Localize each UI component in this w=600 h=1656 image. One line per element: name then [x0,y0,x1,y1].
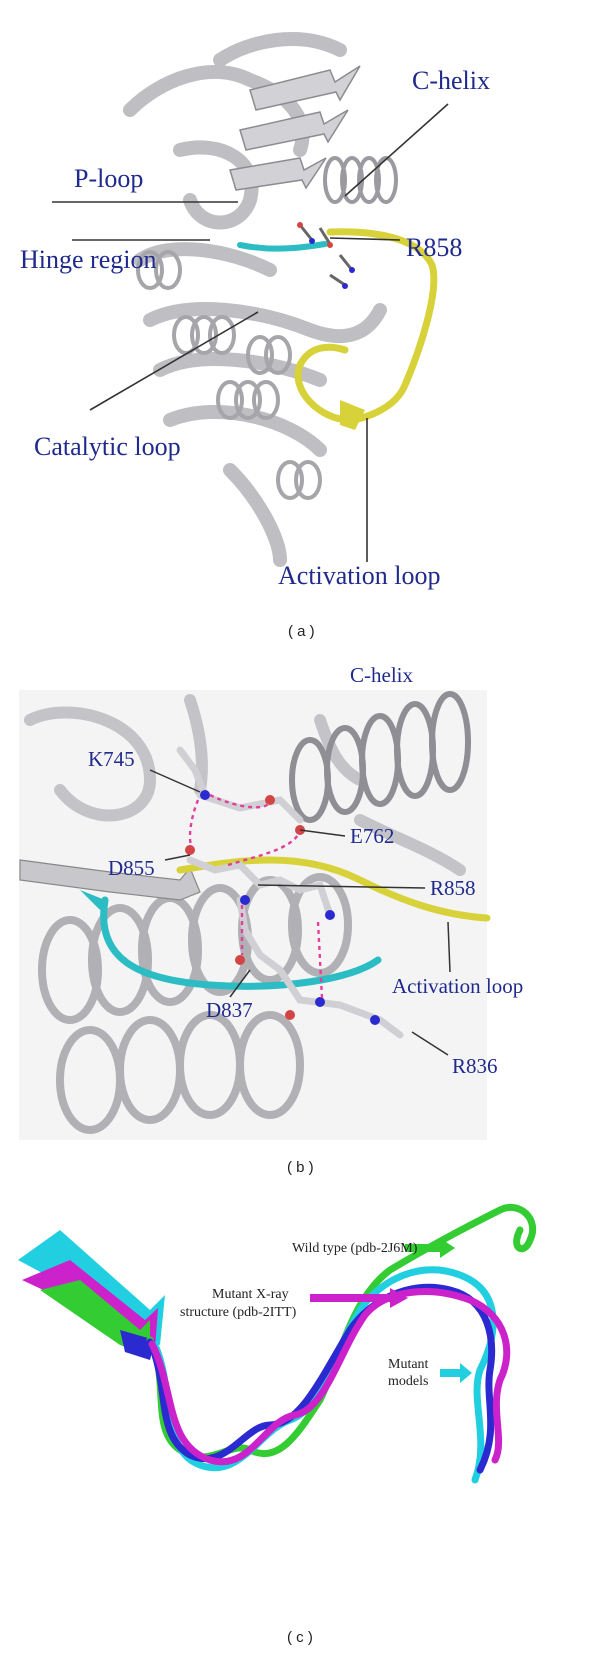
label-mutant-xray-2: structure (pdb-2ITT) [180,1305,297,1320]
label-r836: R836 [452,1054,498,1078]
label-mutant-models-1: Mutant [388,1357,429,1372]
label-mutant-xray-1: Mutant X-ray [212,1287,289,1302]
kinase-structure-image: C-helix P-loop Hinge region R858 Catalyt… [20,32,490,640]
active-site-closeup-image: C-helix K745 E762 D855 R858 Activation l… [19,663,523,1176]
panel-c: Wild type (pdb-2J6M) Mutant X-ray struct… [0,1180,600,1656]
label-e762: E762 [350,824,394,848]
label-activation-loop: Activation loop [278,561,440,590]
label-b-activation-loop: Activation loop [392,974,523,998]
label-r858: R858 [406,233,462,262]
caption-c: ( c ) [287,1629,313,1646]
label-b-r858: R858 [430,876,476,900]
panel-b: C-helix K745 E762 D855 R858 Activation l… [0,660,600,1180]
label-b-c-helix: C-helix [350,663,413,687]
label-hinge-region: Hinge region [20,245,156,274]
label-p-loop: P-loop [74,164,143,193]
panel-a: C-helix P-loop Hinge region R858 Catalyt… [0,0,600,660]
caption-a: ( a ) [288,623,315,640]
label-k745: K745 [88,747,135,771]
label-c-helix: C-helix [412,66,490,95]
label-mutant-models-2: models [388,1374,428,1389]
label-catalytic-loop: Catalytic loop [34,432,181,461]
label-d855: D855 [108,856,155,880]
loop-superposition-image: Wild type (pdb-2J6M) Mutant X-ray struct… [18,1203,537,1646]
label-d837: D837 [206,998,253,1022]
label-wild-type: Wild type (pdb-2J6M) [292,1241,418,1256]
caption-b: ( b ) [287,1159,314,1176]
